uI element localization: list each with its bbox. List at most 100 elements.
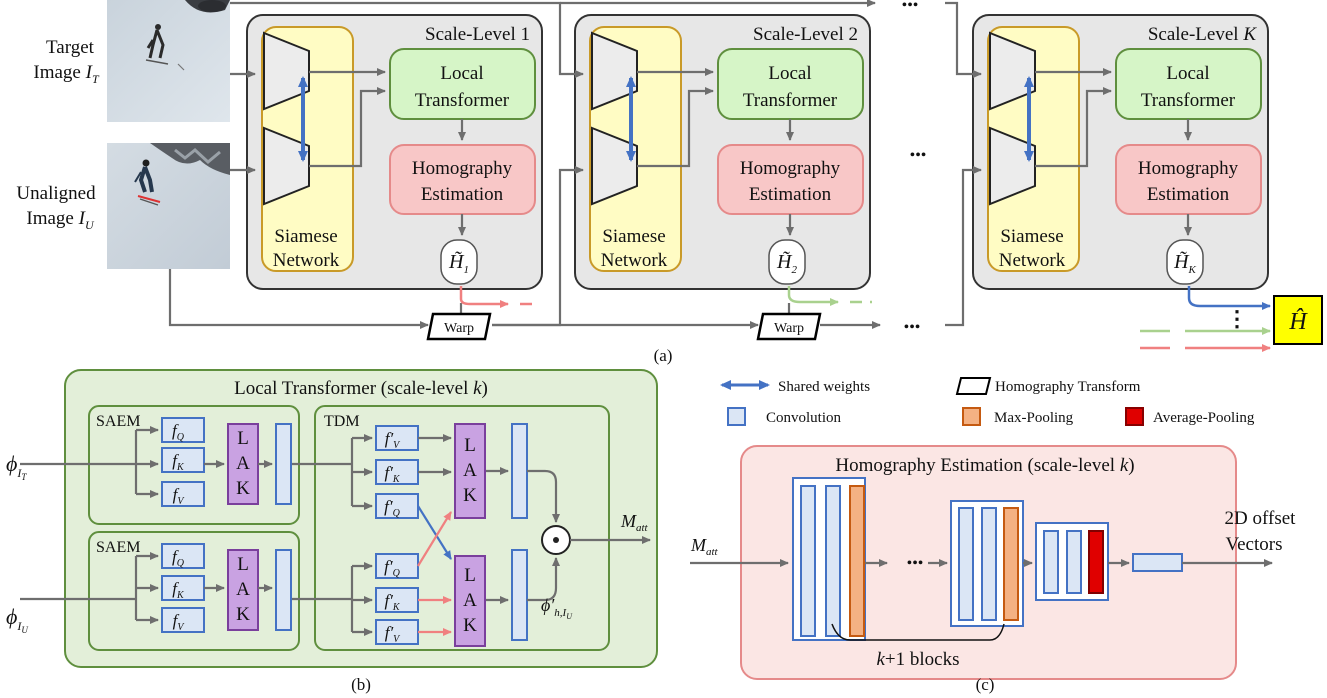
saem-top-fk-label: fK <box>172 451 185 473</box>
tdm-bot-to-odot <box>527 557 560 602</box>
level-3-encoder-bottom <box>989 126 1036 206</box>
saem-top-fk-box <box>161 447 205 473</box>
tdm-top-to-odot <box>527 469 560 523</box>
tdm-bot-fk-box <box>375 587 419 613</box>
panel-c: Homography Estimation (scale-level k) Ma… <box>690 445 1297 694</box>
level-1-siamese-label-2: Network <box>273 250 340 271</box>
tdm-top-fv-sub: V <box>393 440 401 451</box>
tdm-top-lak-box <box>454 423 486 519</box>
level-3-homography-estimation-label-2: Estimation <box>1147 184 1230 205</box>
level-3-h-sub: K <box>1188 264 1197 276</box>
level-3-h-symbol: H̃ <box>1173 250 1190 273</box>
warp-1: Warp <box>426 312 492 341</box>
unaligned-image-line2: Image IU <box>26 208 95 232</box>
output-line1: 2D offset <box>1225 508 1297 529</box>
block-2-maxpool <box>1003 507 1019 621</box>
level-3-encoder-top <box>989 31 1036 111</box>
legend-average-pooling-icon <box>1125 407 1144 426</box>
level-2-homography-estimation-label-1: Homography <box>740 158 841 179</box>
block-3-avgpool <box>1088 530 1104 594</box>
legend-convolution: Convolution <box>766 410 842 426</box>
tdm-top-fk-sub: K <box>392 474 401 485</box>
block-2-conv-2 <box>981 507 997 621</box>
saem-bottom-fv-box <box>161 607 205 633</box>
tdm-bot-fq-label: f′Q <box>384 557 400 579</box>
saem-top-label: SAEM <box>96 413 140 430</box>
saem-top-lak-letter-2: K <box>236 478 250 499</box>
saem-top-lak-letter-1: A <box>236 453 250 474</box>
block-3-conv-2 <box>1066 530 1082 594</box>
phi-target-label: ϕIT <box>6 451 27 482</box>
ellipsis-top: ••• <box>902 0 919 14</box>
level-2-wire-enc-bottom <box>637 87 714 168</box>
saem-bottom-fv-sub: V <box>177 622 185 633</box>
saem-bottom-fk-sym: f <box>172 579 179 598</box>
saem-bottom-lak-letter-2: K <box>236 604 250 625</box>
tdm-bot-fq-box <box>375 553 419 579</box>
tdm-bot-fq-sub: Q <box>393 568 401 579</box>
unaligned-image-line1: Unaligned <box>16 183 96 204</box>
tdm-top-fv-label: f′V <box>385 429 401 451</box>
final-homography-symbol: Ĥ <box>1288 309 1308 335</box>
legend-homography-transform: Homography Transform <box>995 379 1141 395</box>
saem-top-fk-sym: f <box>172 451 179 470</box>
level-2-homography-estimation-label-2: Estimation <box>749 184 832 205</box>
saem-bottom-fq-sym: f <box>172 547 179 566</box>
level-1-encoder-top <box>263 31 310 111</box>
saem-bottom-fq-sub: Q <box>177 558 185 569</box>
block-1-conv-1 <box>800 485 816 637</box>
legend-average-pooling: Average-Pooling <box>1153 410 1255 426</box>
final-homography-box <box>1273 295 1323 345</box>
level-1-h-estimate-label: H̃1 <box>448 250 469 276</box>
level-2-h-sub: 2 <box>791 264 797 276</box>
tdm-top-lak-letter-0: L <box>464 435 476 456</box>
tdm-top-fq-label: f′Q <box>384 497 400 519</box>
saem-bottom-fv-sym: f <box>173 611 180 630</box>
level-3-local-transformer-label-1: Local <box>1166 63 1209 84</box>
tdm-bot-fk-sym: f′ <box>384 591 393 610</box>
level-3-siamese-label-2: Network <box>999 250 1066 271</box>
saem-top-lak-box <box>227 423 259 505</box>
level-1-h-sub: 1 <box>463 264 469 276</box>
level-1-siamese-label-1: Siamese <box>274 226 337 247</box>
legend: Shared weights Homography Transform Conv… <box>720 377 1255 426</box>
block-3-conv-1 <box>1043 530 1059 594</box>
tdm-top-fq-box <box>375 493 419 519</box>
tdm-bot-fk-label: f′K <box>384 591 400 613</box>
level-2-local-transformer-label-2: Transformer <box>743 90 838 111</box>
scale-level-k-title: Scale-Level K <box>1148 24 1257 45</box>
target-image-line1: Target <box>46 37 95 58</box>
cross-q-red <box>417 511 452 567</box>
level-3-local-transformer-label-2: Transformer <box>1141 90 1236 111</box>
tdm-bot-lak-letter-1: A <box>463 590 477 611</box>
m-att-label-c: Matt <box>690 535 719 558</box>
saem-bottom-fq-box <box>161 543 205 569</box>
ellipsis-bottom: ••• <box>904 319 921 336</box>
level-1-h-estimate-node <box>440 239 478 285</box>
level-3-h-estimate-label: H̃K <box>1173 250 1196 276</box>
level-2-h-estimate-label: H̃2 <box>776 250 797 276</box>
legend-convolution-icon <box>727 407 746 426</box>
saem-bottom-lak-letter-1: A <box>236 579 250 600</box>
saem-bottom-lak-letter-0: L <box>237 554 249 575</box>
saem-bottom-fk-label: fK <box>172 579 185 601</box>
level-1-wire-enc-bottom <box>309 87 386 168</box>
tdm-bot-fk-sub: K <box>392 602 401 613</box>
hk-output-arrow <box>1187 286 1271 310</box>
m-att-label-b: Matt <box>620 511 649 534</box>
tdm-bot-fv-sub: V <box>393 634 401 645</box>
legend-max-pooling: Max-Pooling <box>994 410 1074 426</box>
target-image-line2: Image IT <box>33 62 100 86</box>
final-conv <box>1132 553 1183 572</box>
h1-output-arrow <box>459 286 509 308</box>
local-transformer-title: Local Transformer (scale-level k) <box>234 378 488 399</box>
panel-b: Local Transformer (scale-level k) SAEM S… <box>6 369 658 694</box>
level-3-wire-enc-bottom <box>1035 87 1112 168</box>
caption-c: (c) <box>976 675 995 694</box>
tdm-bot-lak-letter-0: L <box>464 565 476 586</box>
blocks-label: k+1 blocks <box>876 649 959 670</box>
saem-bottom-fk-sub: K <box>176 590 185 601</box>
saem-top-fv-sub: V <box>177 496 185 507</box>
block-2-conv-1 <box>958 507 974 621</box>
